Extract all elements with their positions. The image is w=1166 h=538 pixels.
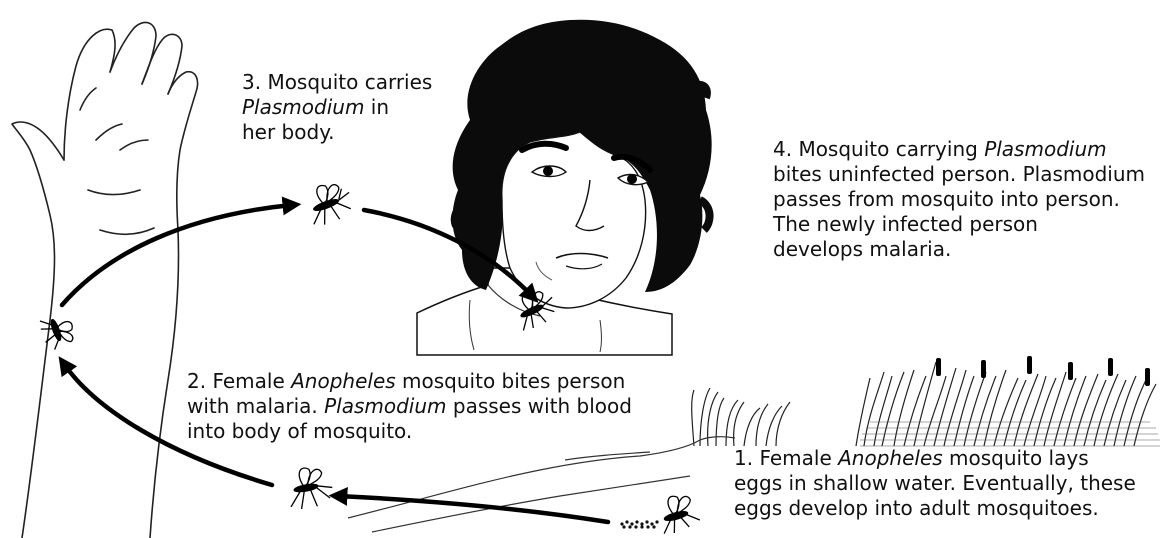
caption-line: 4. Mosquito carrying Plasmodium [773,137,1145,162]
caption-text: mosquito lays [943,446,1089,470]
caption-text: 4. Mosquito carrying [773,137,984,161]
caption-text: bites uninfected person. Plasmodium [773,162,1145,186]
caption-text: into body of mosquito. [187,419,412,443]
italic-term: Plasmodium [242,95,364,119]
italic-term: Anopheles [291,369,396,393]
italic-term: Plasmodium [324,394,446,418]
caption-line: eggs in shallow water. Eventually, these [734,471,1136,496]
caption-text: with malaria. [187,394,324,418]
caption-text: her body. [242,120,335,144]
caption-line: with malaria. Plasmodium passes with blo… [187,394,632,419]
caption-line: develops malaria. [773,237,1145,262]
caption-line: 3. Mosquito carries [242,70,432,95]
caption-text: The newly infected person [773,212,1038,236]
caption-line: bites uninfected person. Plasmodium [773,162,1145,187]
caption-text: eggs in shallow water. Eventually, these [734,471,1136,495]
caption-text: in [364,95,389,119]
caption-line: into body of mosquito. [187,419,632,444]
caption-text: 1. Female [734,446,838,470]
adult-mosquito-icon [285,464,335,511]
caption-line: 2. Female Anopheles mosquito bites perso… [187,369,632,394]
caption-line: eggs develop into adult mosquitoes. [734,496,1136,521]
caption-line: passes from mosquito into person. [773,187,1145,212]
caption-text: develops malaria. [773,237,951,261]
infected-person-portrait [417,20,712,355]
caption-line: her body. [242,120,432,145]
caption-text: mosquito bites person [396,369,626,393]
italic-term: Plasmodium [984,137,1106,161]
caption-line: The newly infected person [773,212,1145,237]
caption-text: passes from mosquito into person. [773,187,1120,211]
egg-laying-mosquito-icon [655,491,701,536]
caption-text: passes with blood [447,394,632,418]
arrow-water-to-mosquito [338,496,608,522]
caption-text: 3. Mosquito carries [242,70,432,94]
caption-line: 1. Female Anopheles mosquito lays [734,446,1136,471]
mosquito-biting-infected-person-icon [38,311,78,352]
marsh-grass-illustration [692,356,1160,446]
mosquito-carrying-plasmodium-icon [302,177,356,228]
caption-step-2: 2. Female Anopheles mosquito bites perso… [187,369,632,444]
caption-text: eggs develop into adult mosquitoes. [734,496,1099,520]
caption-text: 2. Female [187,369,291,393]
italic-term: Anopheles [838,446,943,470]
mosquito-eggs-icon [620,520,658,528]
caption-line: Plasmodium in [242,95,432,120]
raised-hand-illustration [12,22,198,538]
